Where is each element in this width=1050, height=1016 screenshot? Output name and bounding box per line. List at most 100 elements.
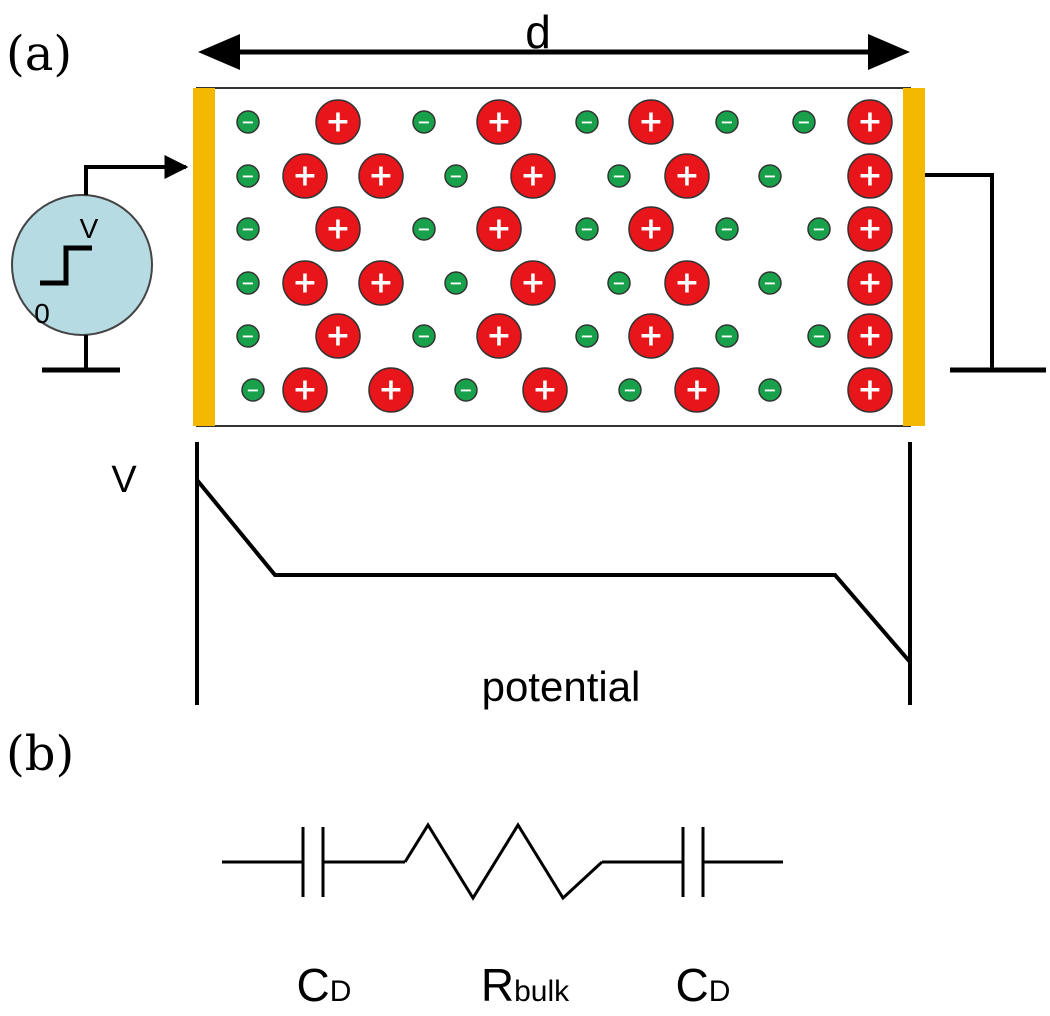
anion: −	[715, 110, 739, 134]
anion-sign: −	[417, 220, 430, 239]
anion: −	[807, 324, 831, 348]
anion: −	[715, 217, 739, 241]
anion-sign: −	[241, 167, 254, 186]
anion: −	[412, 324, 436, 348]
anion: −	[444, 271, 468, 295]
cation: +	[847, 153, 893, 199]
cation: +	[522, 367, 568, 413]
cation: +	[315, 313, 361, 359]
anion-sign: −	[417, 327, 430, 346]
anion: −	[454, 378, 478, 402]
anion: −	[575, 217, 599, 241]
cation: +	[476, 206, 522, 252]
cation: +	[315, 99, 361, 145]
cation: +	[510, 260, 556, 306]
source-level-high: V	[80, 213, 99, 244]
anion-sign: −	[720, 220, 733, 239]
panel-b-label: (b)	[6, 726, 74, 782]
anion-sign: −	[580, 327, 593, 346]
cation: +	[476, 313, 522, 359]
equivalent-circuit	[222, 822, 783, 901]
cation: +	[847, 260, 893, 306]
cation-sign: +	[674, 159, 699, 194]
cation: +	[847, 206, 893, 252]
anion-sign: −	[763, 381, 776, 400]
anion-sign: −	[459, 381, 472, 400]
cation: +	[628, 206, 674, 252]
cation: +	[358, 153, 404, 199]
cation: +	[847, 99, 893, 145]
cation: +	[358, 260, 404, 306]
ion-layer: −−−−−++++−−−−+++++−−−−−++++−−−−+++++−−−−…	[236, 99, 893, 413]
anion: −	[618, 378, 642, 402]
anion-sign: −	[797, 113, 810, 132]
anion: −	[607, 271, 631, 295]
cation-sign: +	[378, 373, 403, 408]
anion: −	[236, 164, 260, 188]
anion-sign: −	[580, 113, 593, 132]
cation: +	[282, 260, 328, 306]
cation-sign: +	[486, 105, 511, 140]
anion-sign: −	[812, 327, 825, 346]
voltage-source	[11, 194, 153, 336]
cation-sign: +	[638, 105, 663, 140]
potential-caption: potential	[482, 663, 641, 710]
cation-sign: +	[857, 319, 882, 354]
anion: −	[236, 324, 260, 348]
anion-sign: −	[241, 113, 254, 132]
right-lead-wire	[925, 173, 994, 370]
cation-sign: +	[520, 159, 545, 194]
cation: +	[664, 260, 710, 306]
anion: −	[758, 164, 782, 188]
anion-sign: −	[246, 381, 259, 400]
cation-sign: +	[486, 212, 511, 247]
resistor-label: Rbulk	[481, 959, 570, 1011]
resistor-zigzag	[403, 822, 604, 901]
cation: +	[664, 153, 710, 199]
cation: +	[282, 153, 328, 199]
anion-sign: −	[720, 113, 733, 132]
anion: −	[412, 217, 436, 241]
cation-sign: +	[857, 212, 882, 247]
anion: −	[575, 324, 599, 348]
cation: +	[315, 206, 361, 252]
anion: −	[792, 110, 816, 134]
anion-sign: −	[612, 167, 625, 186]
cation-sign: +	[857, 159, 882, 194]
anion: −	[607, 164, 631, 188]
cation-sign: +	[325, 319, 350, 354]
anion-sign: −	[623, 381, 636, 400]
anion-sign: −	[449, 274, 462, 293]
anion: −	[758, 271, 782, 295]
cation: +	[847, 313, 893, 359]
cation: +	[476, 99, 522, 145]
anion-sign: −	[241, 220, 254, 239]
anion: −	[236, 217, 260, 241]
cation-sign: +	[857, 373, 882, 408]
left-electrode	[193, 88, 215, 426]
anion: −	[444, 164, 468, 188]
anion: −	[236, 271, 260, 295]
cation: +	[510, 153, 556, 199]
source-level-low: 0	[34, 298, 50, 329]
electrolyte-cell	[196, 87, 911, 427]
cation-sign: +	[368, 159, 393, 194]
anion: −	[758, 378, 782, 402]
anion: −	[575, 110, 599, 134]
anion-sign: −	[417, 113, 430, 132]
anion-sign: −	[812, 220, 825, 239]
cation-sign: +	[857, 105, 882, 140]
cation: +	[674, 367, 720, 413]
cation-sign: +	[684, 373, 709, 408]
distance-arrow	[198, 34, 910, 70]
source-lead-wire	[84, 155, 189, 195]
cation: +	[368, 367, 414, 413]
anion-sign: −	[763, 167, 776, 186]
anion-sign: −	[449, 167, 462, 186]
potential-axis-label: V	[111, 459, 137, 501]
anion: −	[241, 378, 265, 402]
cation-sign: +	[325, 105, 350, 140]
cation-sign: +	[292, 159, 317, 194]
cation-sign: +	[638, 319, 663, 354]
cation-sign: +	[368, 266, 393, 301]
